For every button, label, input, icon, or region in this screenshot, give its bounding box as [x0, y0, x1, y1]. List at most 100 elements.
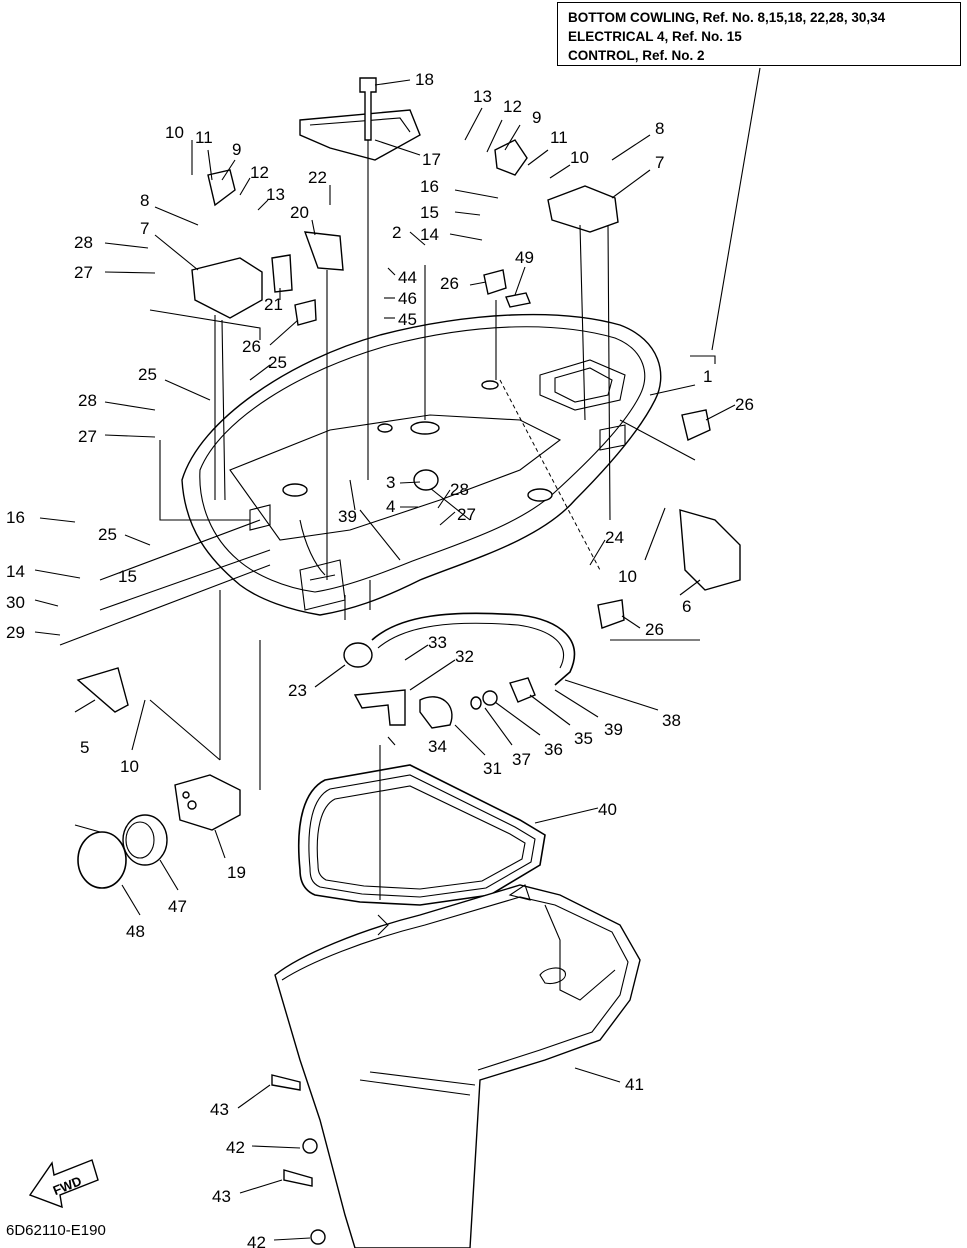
callout-15-top: 15	[420, 203, 439, 222]
hose-38-inner	[377, 622, 565, 669]
callout-41: 41	[625, 1075, 644, 1094]
callout-25-mid: 25	[138, 365, 157, 384]
callout-8-left: 8	[140, 191, 149, 210]
hose-38	[371, 612, 576, 686]
washer-37	[470, 696, 482, 710]
bracket-32	[353, 689, 406, 726]
clamp-9-right	[494, 139, 528, 176]
callout-34: 34	[428, 737, 447, 756]
screw-43-upper	[271, 1074, 301, 1091]
callout-39-center: 39	[338, 507, 357, 526]
callout-40: 40	[598, 800, 617, 819]
callout-28-center: 28	[450, 480, 469, 499]
grommet-47-inner	[125, 821, 155, 859]
callout-28-upper: 28	[74, 233, 93, 252]
callout-9-right: 9	[532, 108, 541, 127]
callout-4: 4	[386, 497, 395, 516]
callout-9-left: 9	[232, 140, 241, 159]
callout-43-lower: 43	[212, 1187, 231, 1206]
label-49	[505, 292, 531, 308]
grommet-23	[343, 642, 373, 668]
callout-16-top: 16	[420, 177, 439, 196]
callout-22: 22	[308, 168, 327, 187]
callout-27-upper: 27	[74, 263, 93, 282]
bracket-7-left	[191, 257, 263, 319]
callout-47: 47	[168, 897, 187, 916]
drawing-code: 6D62110-E190	[6, 1222, 106, 1239]
callout-39-right: 39	[604, 720, 623, 739]
connector-19	[174, 774, 241, 831]
clamp-9-left	[207, 169, 236, 207]
callout-42-upper: 42	[226, 1138, 245, 1157]
callout-5: 5	[80, 738, 89, 757]
callout-12-left: 12	[250, 163, 269, 182]
callout-13-right: 13	[473, 87, 492, 106]
callout-14-top: 14	[420, 225, 439, 244]
callout-44: 44	[398, 268, 417, 287]
callout-49: 49	[515, 248, 534, 267]
part-21	[271, 254, 293, 293]
grommet-47	[122, 814, 168, 866]
clamp-band-48-tail	[74, 824, 101, 833]
callout-18: 18	[415, 70, 434, 89]
callout-2: 2	[392, 223, 401, 242]
callout-12-right: 12	[503, 97, 522, 116]
callout-37: 37	[512, 750, 531, 769]
callout-10-top-left: 10	[165, 123, 184, 142]
clip-26-b	[597, 599, 625, 629]
clip-26-c	[483, 269, 507, 295]
callout-6: 6	[682, 597, 691, 616]
callout-35: 35	[574, 729, 593, 748]
ref-line-electrical: ELECTRICAL 4, Ref. No. 15	[568, 29, 742, 44]
latch-lever-5	[76, 667, 129, 713]
callout-30: 30	[6, 593, 25, 612]
callout-13-left: 13	[266, 185, 285, 204]
callout-45: 45	[398, 310, 417, 329]
callout-24: 24	[605, 528, 624, 547]
callout-numbers: 1 2 3 4 5 6 7 7 8 8 9 9 10 10 10 10 11 1…	[6, 70, 754, 1248]
callout-27-center: 27	[457, 505, 476, 524]
ref-line-bottom-cowling: BOTTOM COWLING, Ref. No. 8,15,18, 22,28,…	[568, 10, 886, 25]
fwd-arrow-icon: FWD	[28, 1159, 99, 1209]
connector-19-hole-a	[187, 800, 197, 810]
cowling-seal-gasket	[297, 764, 546, 906]
bracket-7-right	[547, 185, 619, 233]
connector-19-hole-b	[182, 791, 190, 799]
callout-10-top-right: 10	[570, 148, 589, 167]
guide-lines	[59, 140, 700, 900]
callout-32: 32	[455, 647, 474, 666]
callout-26-left: 26	[242, 337, 261, 356]
callout-10-mid-right: 10	[618, 567, 637, 586]
callout-16-left: 16	[6, 508, 25, 527]
callout-21: 21	[264, 295, 283, 314]
callout-28-mid: 28	[78, 391, 97, 410]
nut-35	[509, 677, 536, 703]
callout-26-top: 26	[440, 274, 459, 293]
bracket-20	[303, 231, 344, 271]
callout-26-right: 26	[735, 395, 754, 414]
lower-cowling	[274, 884, 641, 1248]
callout-11-right: 11	[550, 128, 568, 147]
screw-43-lower	[283, 1169, 313, 1187]
callout-3: 3	[386, 473, 395, 492]
callout-43-upper: 43	[210, 1100, 229, 1119]
callout-25-upper: 25	[268, 353, 287, 372]
callout-48: 48	[126, 922, 145, 941]
callout-23: 23	[288, 681, 307, 700]
callout-15-left: 15	[118, 567, 137, 586]
callout-1: 1	[703, 367, 712, 386]
ref-box-leader	[690, 67, 761, 364]
clip-26-a	[681, 409, 711, 441]
callout-31: 31	[483, 759, 502, 778]
callout-27-mid: 27	[78, 427, 97, 446]
callout-19: 19	[227, 863, 246, 882]
callout-14-left: 14	[6, 562, 25, 581]
bracket-plate-17-edge	[309, 117, 411, 133]
callout-46: 46	[398, 289, 417, 308]
clamp-band-48	[77, 831, 127, 889]
ref-line-control: CONTROL, Ref. No. 2	[568, 48, 705, 63]
callout-42-lower: 42	[247, 1233, 266, 1248]
callout-38: 38	[662, 711, 681, 730]
bottom-cowling-pan	[181, 313, 662, 616]
